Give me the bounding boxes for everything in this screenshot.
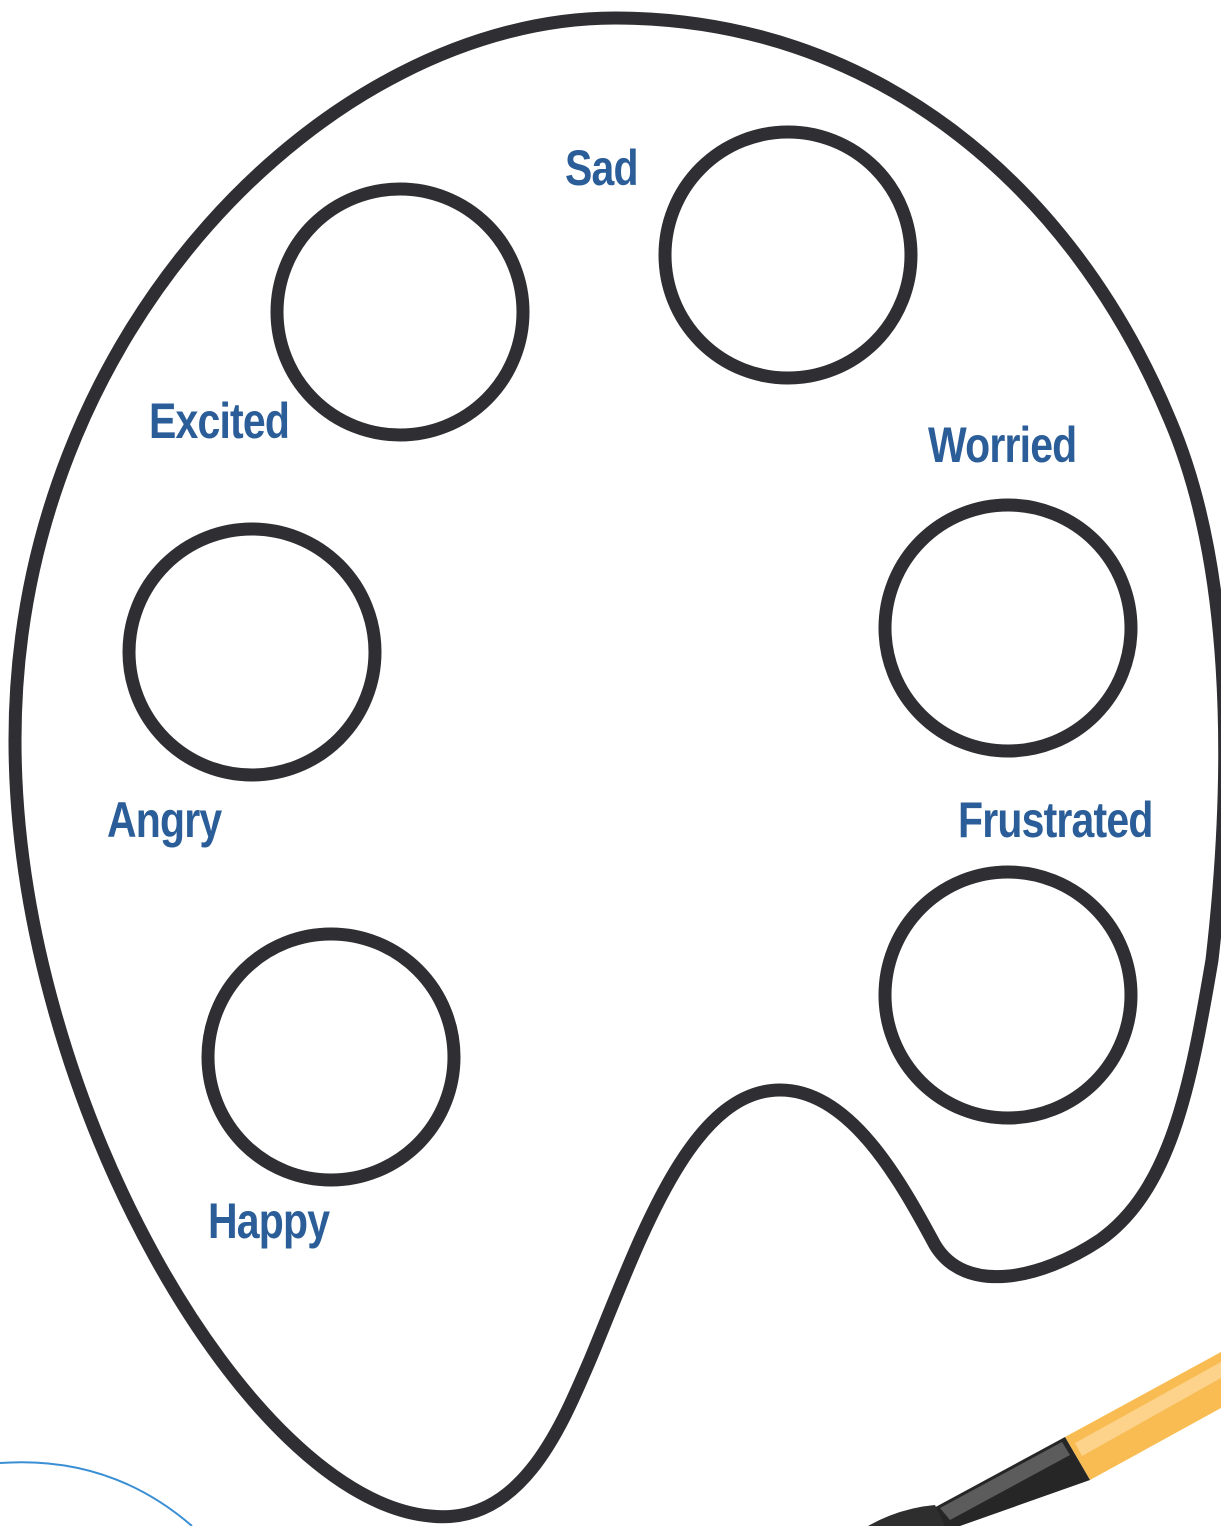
- paint-well-worried[interactable]: [885, 505, 1131, 751]
- paint-well-angry[interactable]: [129, 529, 375, 775]
- label-happy: Happy: [208, 1196, 329, 1246]
- paintbrush-icon: [868, 1352, 1221, 1526]
- paint-well-excited[interactable]: [277, 189, 523, 435]
- label-sad: Sad: [565, 143, 638, 193]
- corner-arc-decoration: [0, 1462, 192, 1526]
- label-excited: Excited: [149, 396, 289, 446]
- paint-well-sad[interactable]: [665, 132, 911, 378]
- paint-well-frustrated[interactable]: [885, 872, 1131, 1118]
- label-angry: Angry: [107, 795, 221, 845]
- paint-well-happy[interactable]: [208, 934, 454, 1180]
- label-worried: Worried: [928, 420, 1076, 470]
- label-frustrated: Frustrated: [958, 795, 1153, 845]
